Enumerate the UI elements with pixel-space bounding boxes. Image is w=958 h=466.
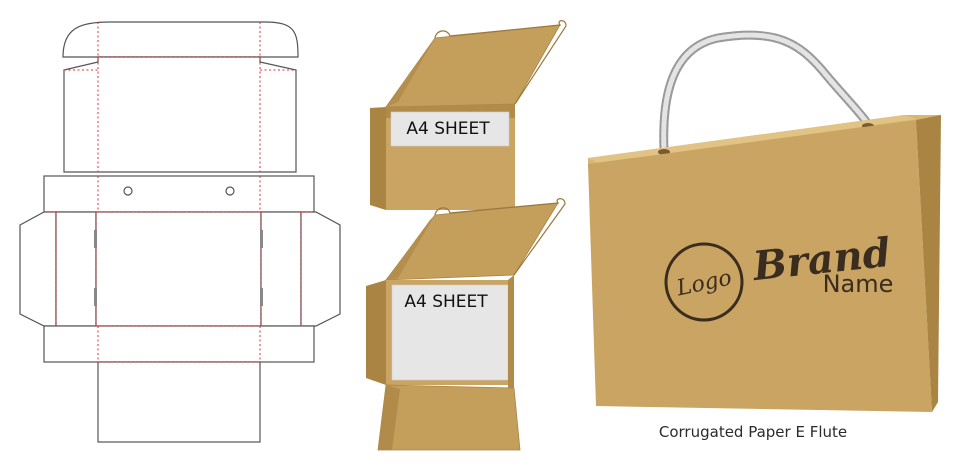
handle-box: Logo Brand Name bbox=[588, 30, 941, 412]
mailer-box-bottom: A4 SHEET bbox=[366, 198, 566, 451]
dieline-left-wall bbox=[55, 211, 97, 327]
logo-circle bbox=[664, 242, 744, 322]
dieline-base-panel bbox=[95, 211, 262, 327]
box-top-side bbox=[370, 107, 386, 210]
dieline-right-wall bbox=[260, 211, 302, 327]
box-bottom-sheet-label: A4 SHEET bbox=[404, 292, 488, 312]
handle-box-side bbox=[916, 115, 941, 412]
handle-box-top-front bbox=[588, 115, 916, 164]
box-top-sheet-label: A4 SHEET bbox=[406, 119, 490, 139]
dieline-template bbox=[19, 21, 341, 443]
dieline-back-panel bbox=[43, 175, 315, 213]
rope-handle-highlight bbox=[661, 32, 871, 153]
box-bottom-lid bbox=[385, 202, 559, 281]
box-bottom-lid-roll bbox=[434, 198, 566, 276]
box-top-lid-roll bbox=[434, 20, 567, 105]
box-bottom-front-flap-shade bbox=[378, 385, 400, 450]
caption-label: Corrugated Paper E Flute bbox=[658, 423, 848, 441]
box-top-a4-sheet bbox=[390, 111, 510, 147]
dieline-front-tuck bbox=[97, 361, 261, 443]
box-bottom-right-edge bbox=[508, 275, 514, 390]
box-bottom-lid-flap bbox=[386, 215, 435, 280]
dieline-right-side-flap bbox=[300, 211, 341, 327]
dieline-lid-panel bbox=[63, 56, 297, 173]
dieline-front-panel bbox=[43, 325, 315, 363]
handle-box-front bbox=[588, 120, 932, 412]
box-bottom-side bbox=[366, 280, 386, 385]
box-bottom-a4-sheet bbox=[391, 284, 509, 381]
dieline-lock-slots bbox=[94, 230, 263, 306]
dieline-handle-hole-right bbox=[225, 186, 235, 196]
dieline-left-side-flap bbox=[19, 211, 57, 327]
dieline-handle-hole-left bbox=[123, 186, 133, 196]
dieline-top-tuck-flap bbox=[62, 21, 299, 58]
box-top-lid bbox=[385, 24, 561, 108]
mailer-box-top: A4 SHEET bbox=[370, 20, 567, 210]
name-word: Name bbox=[823, 270, 894, 298]
box-bottom-front-flap bbox=[377, 384, 521, 451]
